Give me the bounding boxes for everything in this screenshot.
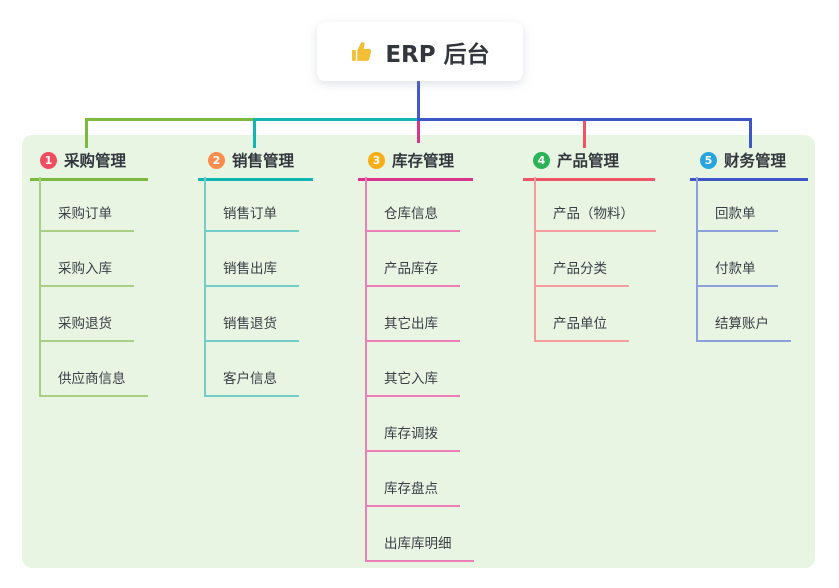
node-product-unit[interactable]: 产品单位 — [536, 287, 629, 342]
node-warehouse-info[interactable]: 仓库信息 — [367, 177, 460, 232]
connector-drop-finance — [749, 118, 752, 148]
connector-drop-inventory — [417, 121, 420, 143]
connector-drop-purchase — [85, 118, 88, 148]
connector-bus-segment-3 — [417, 118, 752, 121]
node-supplier-info[interactable]: 供应商信息 — [41, 342, 148, 397]
node-sales-order[interactable]: 销售订单 — [206, 177, 299, 232]
branch-5-badge: 5 — [700, 151, 717, 169]
node-customer-info[interactable]: 客户信息 — [206, 342, 299, 397]
node-sales-return[interactable]: 销售退货 — [206, 287, 299, 342]
branch-1-badge: 1 — [40, 151, 57, 169]
node-settlement-account[interactable]: 结算账户 — [698, 287, 791, 342]
branch-children-sales: 销售订单 销售出库 销售退货 客户信息 — [204, 177, 299, 397]
node-stock-take[interactable]: 库存盘点 — [367, 452, 460, 507]
thumbs-up-icon — [350, 39, 375, 64]
node-outbound-detail[interactable]: 出库库明细 — [367, 507, 474, 562]
node-payment-doc[interactable]: 付款单 — [698, 232, 778, 287]
root-node-erp[interactable]: ERP 后台 — [317, 22, 523, 81]
branch-3-label: 库存管理 — [392, 152, 455, 170]
branch-children-finance: 回款单 付款单 结算账户 — [696, 177, 791, 342]
connector-bus-segment-2 — [253, 118, 419, 121]
node-other-outbound[interactable]: 其它出库 — [367, 287, 460, 342]
node-receipt-doc[interactable]: 回款单 — [698, 177, 778, 232]
branch-header-purchase[interactable]: 1 采购管理 — [30, 149, 148, 181]
branch-2-badge: 2 — [208, 151, 225, 169]
node-product-category[interactable]: 产品分类 — [536, 232, 629, 287]
node-sales-outbound[interactable]: 销售出库 — [206, 232, 299, 287]
branch-5-label: 财务管理 — [724, 152, 787, 170]
branch-2-label: 销售管理 — [232, 152, 295, 170]
branch-children-inventory: 仓库信息 产品库存 其它出库 其它入库 库存调拨 库存盘点 出库库明细 — [365, 177, 474, 562]
branches-background-panel — [22, 135, 815, 568]
node-product-stock[interactable]: 产品库存 — [367, 232, 460, 287]
node-purchase-inbound[interactable]: 采购入库 — [41, 232, 134, 287]
branch-header-inventory[interactable]: 3 库存管理 — [358, 149, 473, 181]
root-node-label: ERP 后台 — [385, 41, 490, 68]
connector-root-vertical — [417, 81, 420, 118]
connector-drop-product — [583, 121, 586, 148]
node-purchase-return[interactable]: 采购退货 — [41, 287, 134, 342]
node-product-material[interactable]: 产品（物料） — [536, 177, 656, 232]
node-purchase-order[interactable]: 采购订单 — [41, 177, 134, 232]
branch-3-badge: 3 — [368, 151, 385, 169]
branch-header-sales[interactable]: 2 销售管理 — [198, 149, 313, 181]
branch-children-purchase: 采购订单 采购入库 采购退货 供应商信息 — [39, 177, 148, 397]
connector-bus-segment-1 — [85, 118, 255, 121]
connector-drop-sales — [253, 118, 256, 148]
branch-4-badge: 4 — [533, 151, 550, 169]
branch-4-label: 产品管理 — [557, 152, 620, 170]
branch-header-product[interactable]: 4 产品管理 — [523, 149, 655, 181]
node-other-inbound[interactable]: 其它入库 — [367, 342, 460, 397]
branch-children-product: 产品（物料） 产品分类 产品单位 — [534, 177, 656, 342]
branch-header-finance[interactable]: 5 财务管理 — [690, 149, 808, 181]
branch-1-label: 采购管理 — [64, 152, 127, 170]
node-stock-transfer[interactable]: 库存调拨 — [367, 397, 460, 452]
